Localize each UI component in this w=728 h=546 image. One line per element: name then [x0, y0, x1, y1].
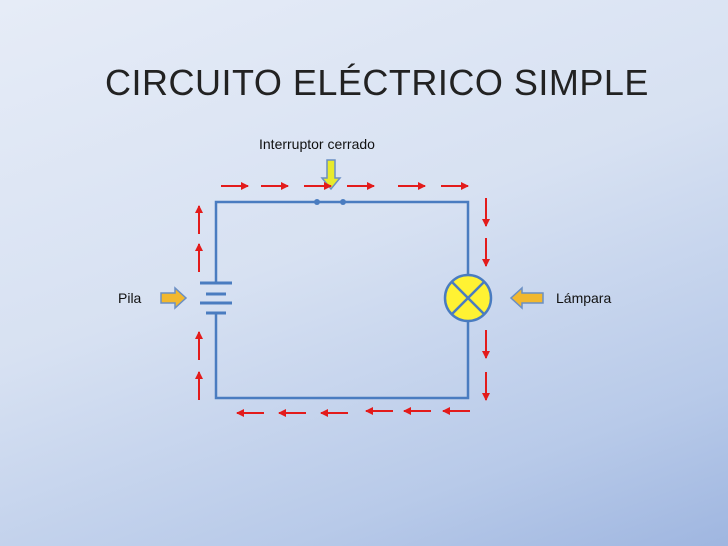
- battery-icon: [200, 281, 232, 315]
- battery-pointer-arrow-icon: [160, 286, 188, 310]
- switch-label: Interruptor cerrado: [259, 136, 375, 152]
- circuit-wires: [214, 200, 470, 400]
- page-title: CIRCUITO ELÉCTRICO SIMPLE: [105, 62, 649, 103]
- current-arrows: [195, 182, 490, 417]
- switch-pointer-arrow-icon: [320, 159, 342, 191]
- wire-bottom: [214, 312, 470, 400]
- wire-top: [214, 200, 470, 282]
- battery-label: Pila: [118, 290, 142, 306]
- lamp-icon: [443, 273, 493, 323]
- lamp-label: Lámpara: [556, 290, 612, 306]
- switch-icon: [314, 199, 346, 205]
- lamp-pointer-arrow-icon: [509, 286, 544, 310]
